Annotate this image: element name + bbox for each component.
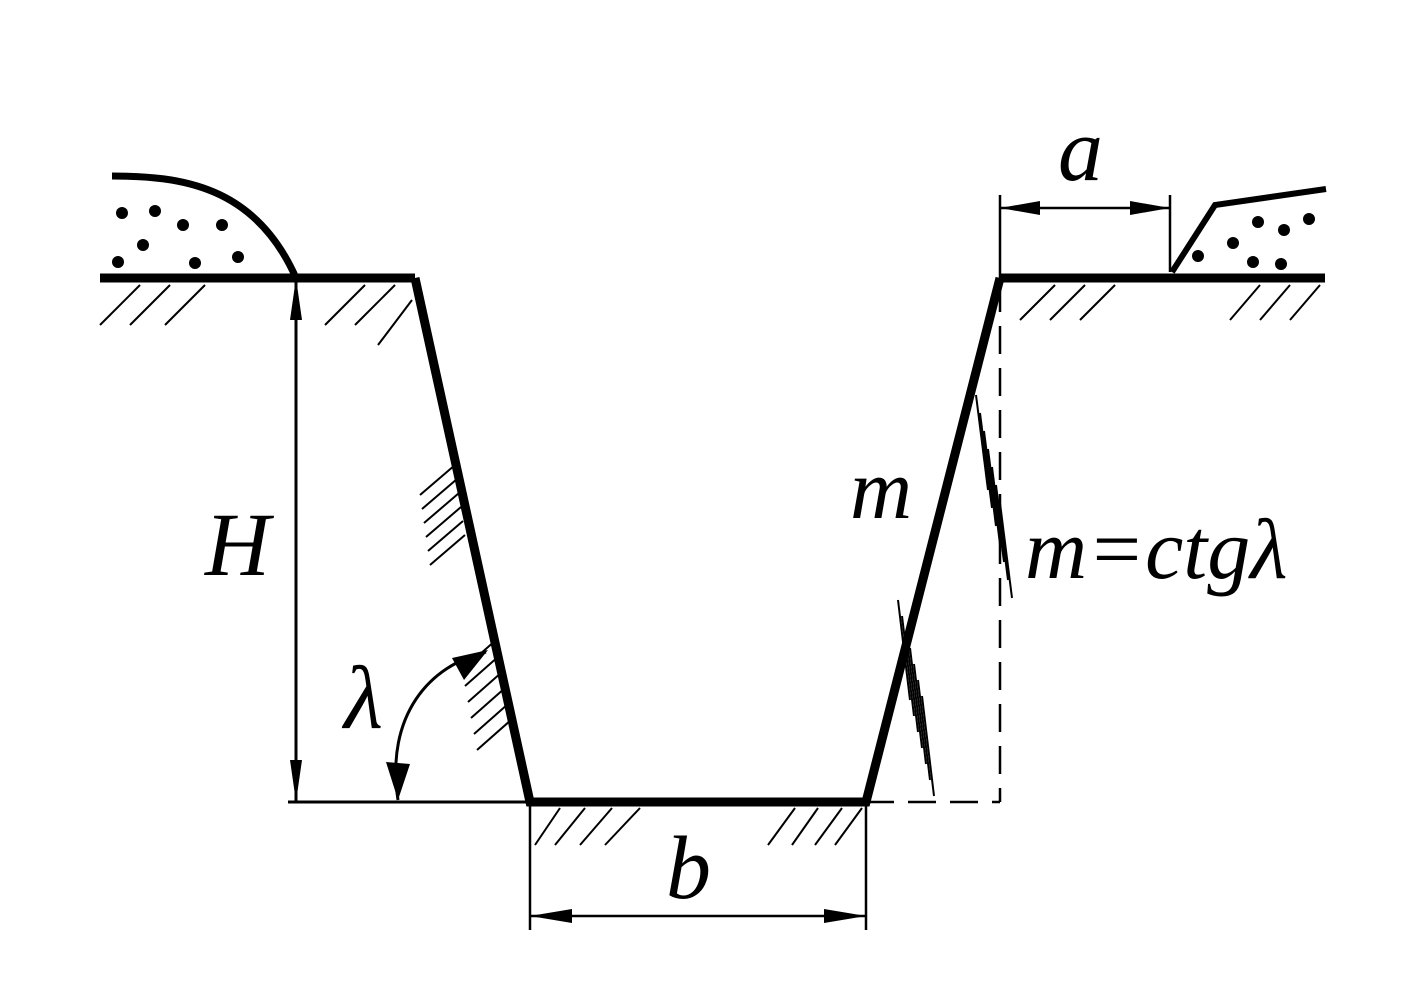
hatch-stroke [129,284,171,326]
hatch-stroke [791,807,819,846]
dashed-reference-lines [866,284,1002,804]
hatch-stroke [164,284,206,326]
hatch-stroke [921,695,935,797]
hatch-stroke [324,284,366,326]
hatch-stroke [1019,284,1056,321]
hatch-stroke [421,478,458,510]
hatch-stroke [429,534,466,566]
spoil-heap-left [111,172,300,280]
hatch-stroke [473,703,509,735]
hatch-stroke [767,807,796,846]
hatch-stroke [464,655,500,687]
hatch-stroke [1289,284,1321,321]
dimension-a [998,195,1172,278]
hatch-stroke [99,284,141,326]
label-formula: m=ctgλ [1025,501,1287,597]
hatch-stroke [979,412,993,509]
hatch-stroke [467,671,503,703]
hatch-stroke [917,679,931,781]
hatch-stroke [604,807,641,846]
hatch-stroke [354,284,396,326]
trench-profile [410,276,1005,807]
hatch-stroke [554,807,586,846]
angle-lambda-arc [386,650,488,801]
dimension-h [288,278,530,804]
hatch-stroke [834,807,863,846]
hatch-stroke [423,492,460,524]
hatch-stroke [1049,284,1086,321]
hatch-stroke [470,687,506,719]
hatch-stroke [1259,284,1291,321]
dimension-b [528,802,868,930]
hatch-stroke [419,464,456,496]
spoil-dots-left [112,205,244,269]
hatch-stroke [425,506,462,538]
hatch-stroke [999,502,1013,599]
hatch-stroke [579,807,613,846]
spoil-dots-right [1192,213,1315,270]
hatch-stroke [534,807,561,846]
hatch-stroke [427,520,464,552]
hatch-stroke [1079,284,1116,321]
hatch-stroke [901,615,915,717]
label-h: H [204,496,275,595]
label-lambda: λ [341,649,383,748]
hatch-stroke [913,663,927,765]
label-b: b [666,819,711,918]
hatch-stroke [995,484,1009,581]
hatch-stroke [1229,284,1261,321]
hatch-stroke [377,299,413,346]
hatch-stroke [909,647,923,749]
hatch-stroke [476,719,512,751]
hatch-stroke [975,394,989,491]
label-a: a [1058,101,1103,200]
hatch-stroke [987,448,1001,545]
spoil-heap-right [1169,186,1327,274]
hatch-stroke [991,466,1005,563]
hatch-stroke [983,430,997,527]
hatch-stroke [814,807,843,846]
label-m-slope: m [850,441,912,537]
